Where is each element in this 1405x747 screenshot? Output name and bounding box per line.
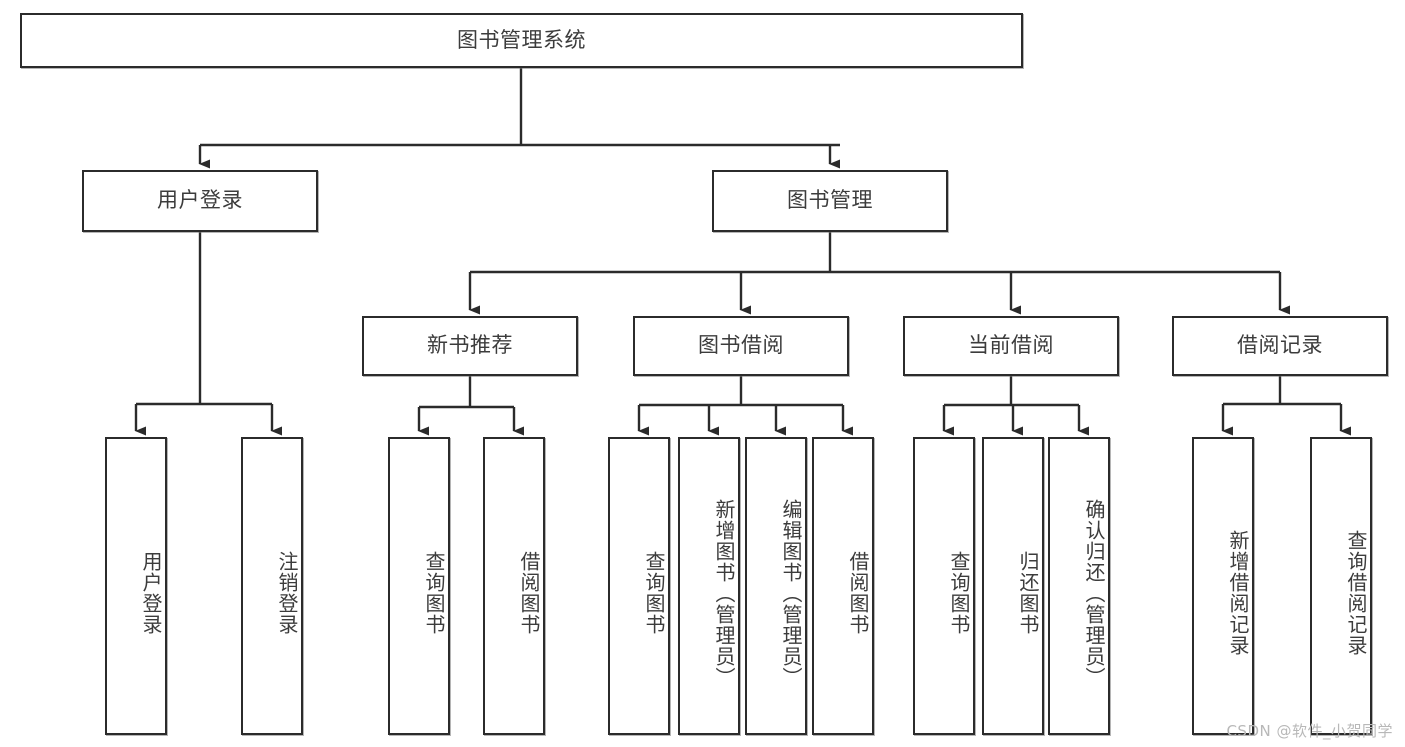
node-borrow-record[interactable]: 借阅记录 [1172, 316, 1388, 376]
leaf-logout[interactable]: 注销登录 [241, 437, 303, 735]
leaf-query-borrow-record[interactable]: 查询借阅记录 [1310, 437, 1372, 735]
csdn-watermark: CSDN @软件_小贺同学 [1226, 722, 1393, 740]
leaf-user-login[interactable]: 用户登录 [105, 437, 167, 735]
leaf-borrow-book[interactable]: 借阅图书 [812, 437, 874, 735]
leaf-query-book-current[interactable]: 查询图书 [913, 437, 975, 735]
leaf-add-book-admin[interactable]: 新增图书（管理员） [678, 437, 740, 735]
leaf-query-book-borrow[interactable]: 查询图书 [608, 437, 670, 735]
node-book-borrow[interactable]: 图书借阅 [633, 316, 849, 376]
node-book-management[interactable]: 图书管理 [712, 170, 948, 232]
leaf-edit-book-admin[interactable]: 编辑图书（管理员） [745, 437, 807, 735]
node-root[interactable]: 图书管理系统 [20, 13, 1023, 68]
leaf-return-book[interactable]: 归还图书 [982, 437, 1044, 735]
node-new-book-recommend[interactable]: 新书推荐 [362, 316, 578, 376]
leaf-query-book-newbook[interactable]: 查询图书 [388, 437, 450, 735]
leaf-add-borrow-record[interactable]: 新增借阅记录 [1192, 437, 1254, 735]
leaf-borrow-book-newbook[interactable]: 借阅图书 [483, 437, 545, 735]
node-user-login[interactable]: 用户登录 [82, 170, 318, 232]
leaf-confirm-return-admin[interactable]: 确认归还（管理员） [1048, 437, 1110, 735]
node-current-borrow[interactable]: 当前借阅 [903, 316, 1119, 376]
